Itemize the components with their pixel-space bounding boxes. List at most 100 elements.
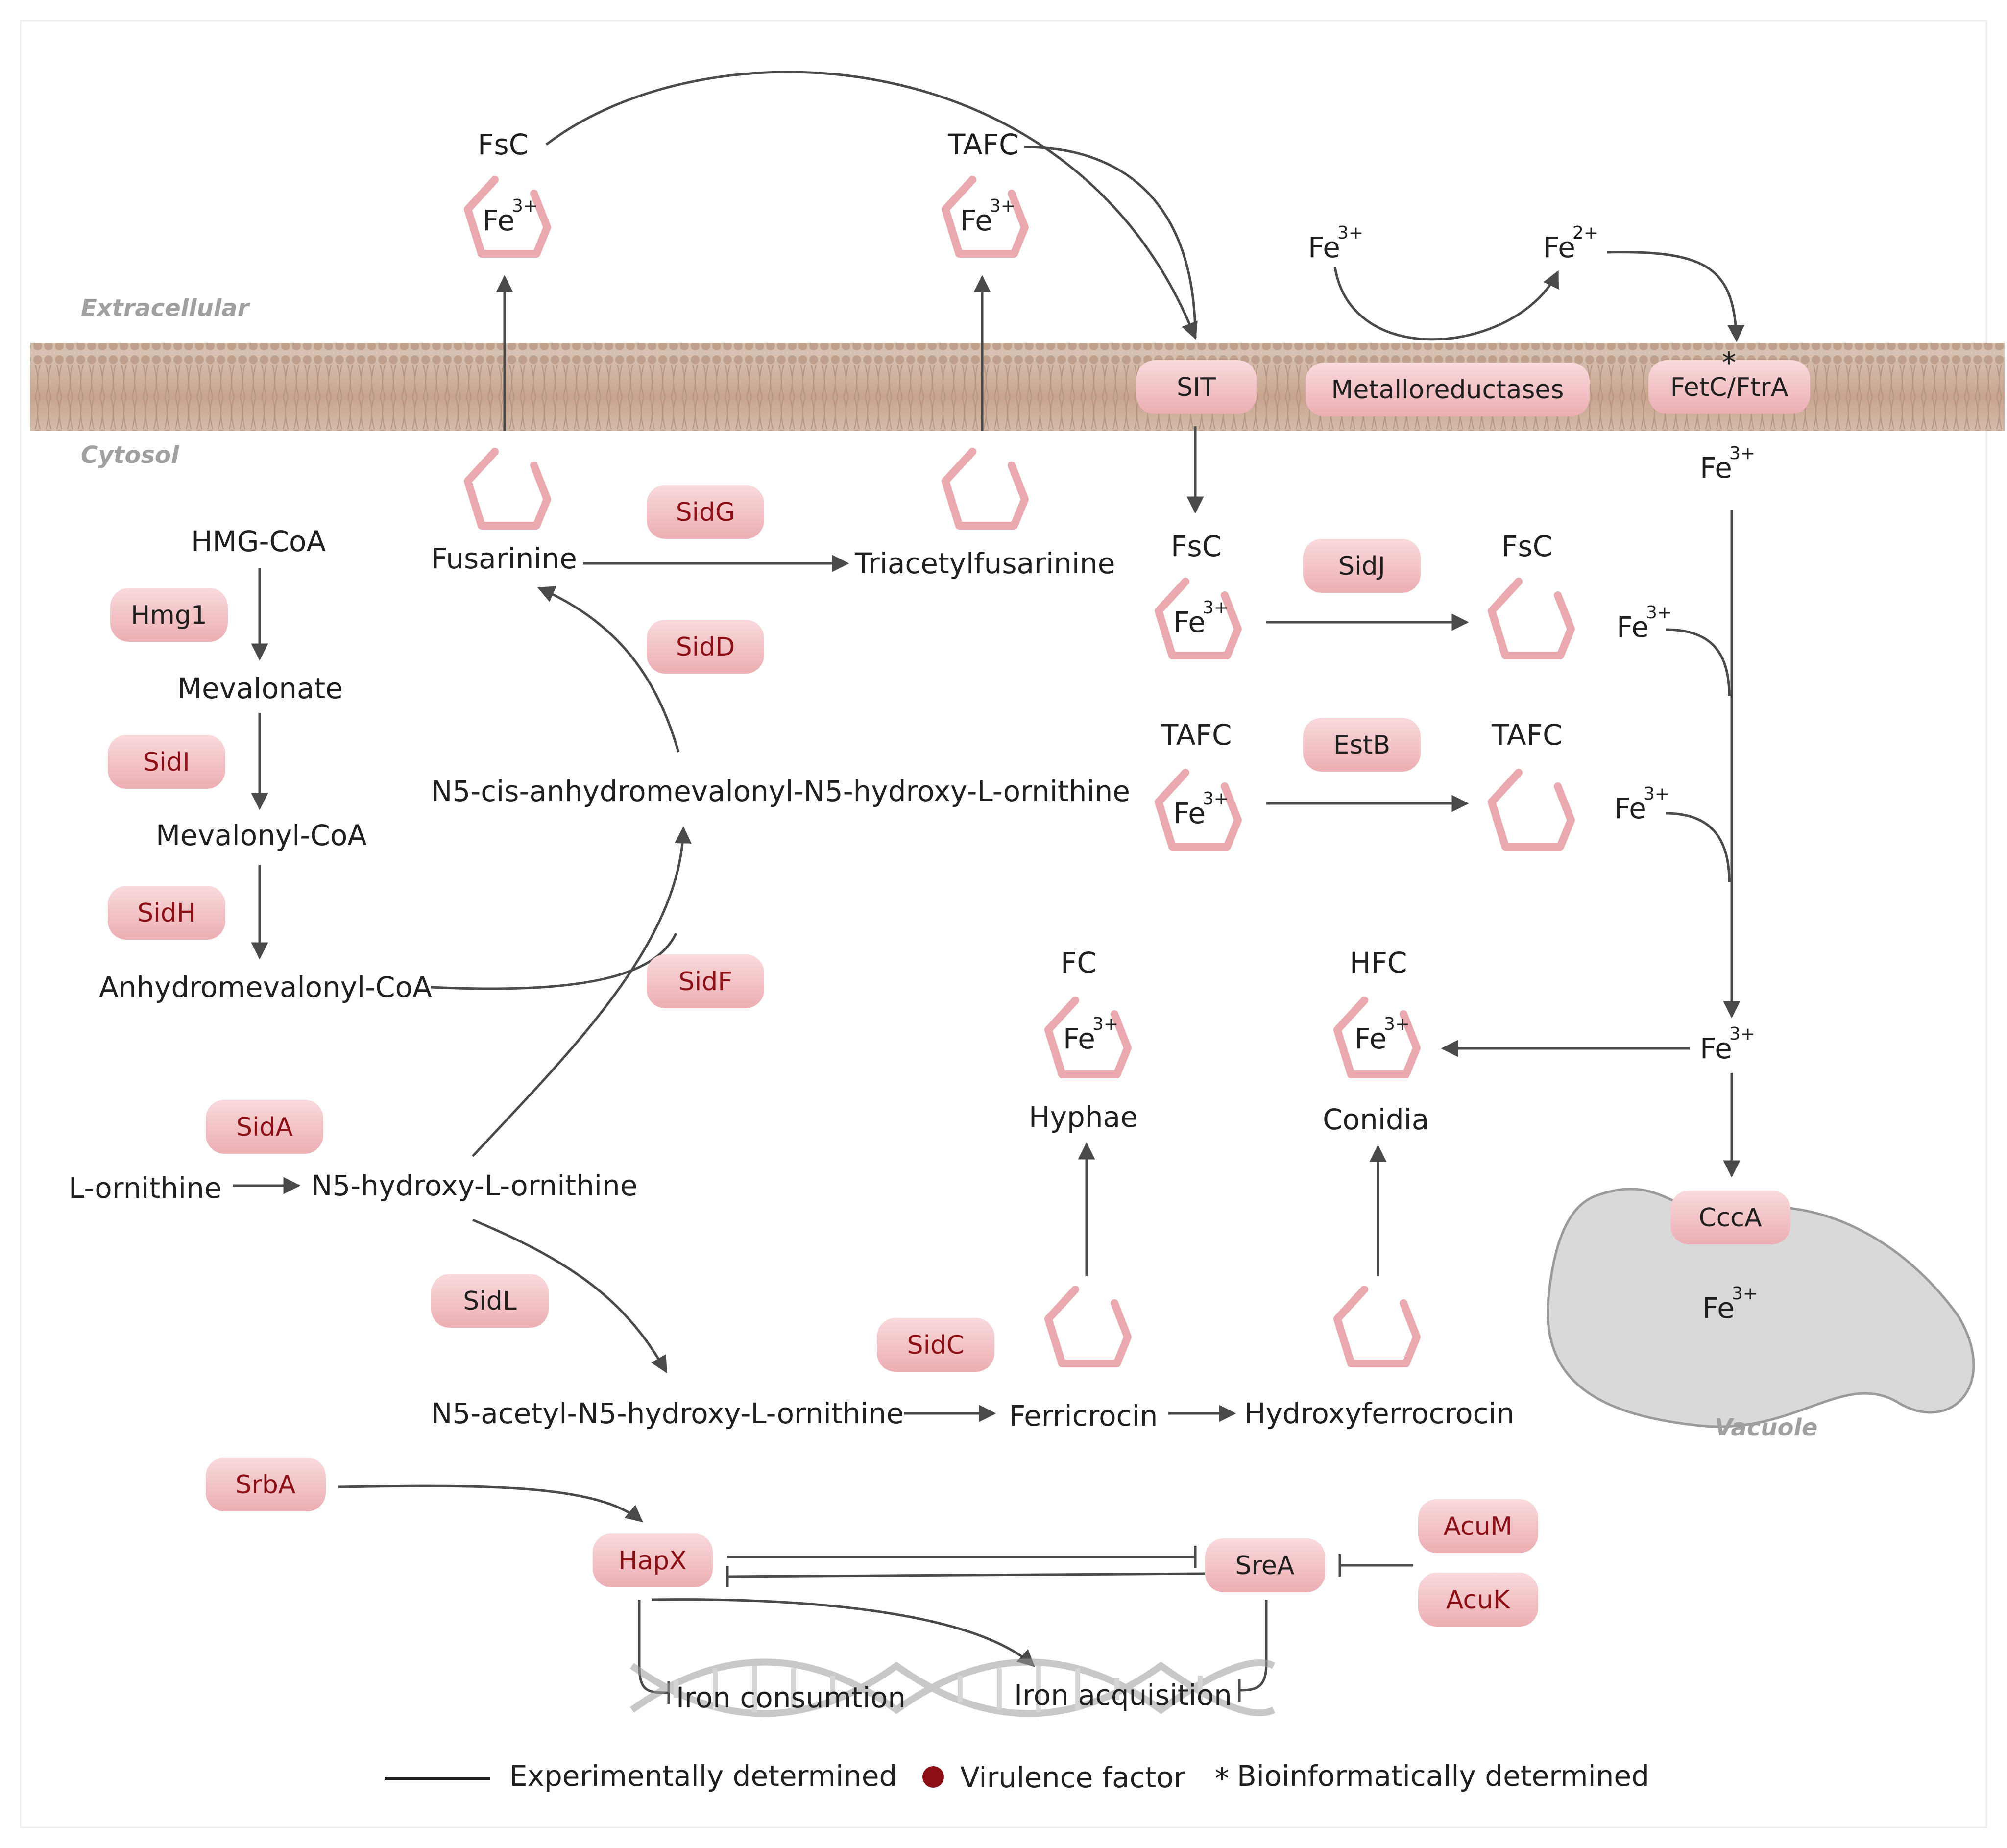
mevalonate-label: Mevalonate [177, 672, 343, 705]
mevalonyl-coa-label: Mevalonyl-CoA [156, 819, 367, 852]
fe2-free-extracellular: Fe2+ [1543, 223, 1598, 264]
fe3-below-fetc: Fe3+ [1700, 443, 1755, 485]
svg-text:Fe: Fe [1702, 1291, 1735, 1325]
iron-consumption-label: Iron consumtion [676, 1681, 906, 1714]
fe-hfc: Fe3+ [1354, 1014, 1410, 1055]
svg-text:3+: 3+ [1203, 789, 1229, 809]
svg-text:Fe: Fe [1700, 451, 1732, 485]
vacuole-label: Vacuole [1715, 1414, 1817, 1441]
svg-text:SIT: SIT [1177, 373, 1216, 402]
svg-text:2+: 2+ [1572, 223, 1598, 243]
legend-bioinformatic: Bioinformatically determined [1237, 1759, 1649, 1793]
protein-hapx: HapX [593, 1533, 713, 1587]
svg-text:3+: 3+ [1646, 603, 1672, 623]
svg-text:3+: 3+ [1203, 598, 1229, 618]
hyphae-label: Hyphae [1029, 1100, 1138, 1134]
svg-text:AcuK: AcuK [1446, 1585, 1511, 1615]
protein-acum: AcuM [1418, 1499, 1538, 1553]
protein-hmg1: Hmg1 [110, 588, 228, 642]
hfc-label: HFC [1350, 946, 1407, 979]
protein-sidf: SidF [647, 954, 764, 1008]
svg-text:Metalloreductases: Metalloreductases [1331, 375, 1564, 405]
transporter-fetc-ftra: FetC/FtrA * [1648, 346, 1810, 414]
conidia-label: Conidia [1323, 1103, 1429, 1136]
svg-text:*: * [1722, 346, 1736, 379]
protein-srea: SreA [1205, 1538, 1325, 1592]
svg-text:3+: 3+ [1729, 443, 1755, 463]
svg-text:SidA: SidA [236, 1113, 293, 1142]
fusarinine-label: Fusarinine [431, 542, 577, 575]
svg-text:Fe: Fe [1617, 610, 1649, 644]
svg-text:CccA: CccA [1698, 1203, 1762, 1233]
svg-text:Fe: Fe [1614, 792, 1646, 825]
svg-text:SrbA: SrbA [236, 1470, 296, 1500]
svg-text:Fe: Fe [1354, 1022, 1387, 1055]
svg-text:SidG: SidG [676, 498, 735, 527]
hydroxyferricrocin-label: Hydroxyferrocrocin [1244, 1397, 1514, 1430]
n5-cis-anhydromevalonyl-label: N5-cis-anhydromevalonyl-N5-hydroxy-L-orn… [431, 775, 1130, 808]
fe3-released-from-tafc: Fe3+ [1614, 784, 1669, 825]
svg-text:SidI: SidI [143, 748, 190, 777]
svg-text:Fe: Fe [1173, 606, 1206, 639]
fe3-cytosol-pool: Fe3+ [1700, 1024, 1755, 1065]
tafc-deferri-label: TAFC [1491, 718, 1562, 752]
svg-text:SreA: SreA [1235, 1551, 1295, 1581]
svg-text:3+: 3+ [1092, 1014, 1118, 1034]
fe-tafc-cytosol: Fe3+ [1173, 789, 1229, 830]
hmg-coa-label: HMG-CoA [191, 525, 326, 558]
legend-virulence: Virulence factor [960, 1761, 1185, 1794]
iron-acquisition-label: Iron acquisition [1014, 1678, 1232, 1712]
fe-tafc-extracellular: Fe3+ [960, 196, 1016, 237]
extracellular-label: Extracellular [81, 294, 251, 322]
cytosol-label: Cytosol [81, 441, 179, 469]
svg-text:Fe: Fe [1308, 231, 1340, 264]
protein-sidi: SidI [108, 735, 225, 789]
legend-asterisk: * [1215, 1762, 1229, 1795]
transporter-metalloreductases: Metalloreductases [1306, 363, 1590, 416]
protein-sida: SidA [206, 1100, 323, 1154]
svg-text:Fe: Fe [1700, 1032, 1732, 1065]
anhydromevalonyl-coa-label: Anhydromevalonyl-CoA [99, 971, 432, 1004]
metabolite-labels: FsC TAFC FsC FsC TAFC TAFC FC HFC HMG-Co… [69, 128, 1562, 1714]
l-ornithine-label: L-ornithine [69, 1171, 222, 1205]
protein-sidd: SidD [647, 620, 764, 674]
svg-text:3+: 3+ [1729, 1024, 1755, 1044]
fe3-free-extracellular: Fe3+ [1308, 223, 1363, 264]
protein-sidh: SidH [108, 886, 225, 940]
fc-label: FC [1061, 946, 1097, 979]
protein-sidc: SidC [877, 1318, 994, 1372]
triacetylfusarinine-label: Triacetylfusarinine [854, 547, 1115, 580]
protein-ccca: CccA [1670, 1191, 1790, 1244]
legend: Experimentally determined Virulence fact… [385, 1759, 1649, 1795]
svg-text:Fe: Fe [1173, 797, 1206, 830]
svg-text:Fe: Fe [1543, 231, 1575, 264]
svg-text:SidC: SidC [907, 1331, 965, 1360]
svg-text:3+: 3+ [990, 196, 1016, 216]
svg-text:SidD: SidD [676, 632, 735, 662]
n5-hydroxy-ornithine-label: N5-hydroxy-L-ornithine [311, 1169, 638, 1202]
fe-fsc-cytosol: Fe3+ [1173, 598, 1229, 639]
legend-virulence-dot [922, 1766, 944, 1788]
protein-sidl: SidL [431, 1274, 549, 1328]
legend-experimental: Experimentally determined [509, 1759, 897, 1793]
protein-sidg: SidG [647, 485, 764, 539]
svg-text:Hmg1: Hmg1 [131, 601, 207, 630]
ferricrocin-label: Ferricrocin [1009, 1399, 1158, 1433]
svg-text:SidH: SidH [137, 899, 196, 928]
svg-text:3+: 3+ [1337, 223, 1363, 243]
pathway-arrows [233, 71, 1745, 1704]
figure-frame [20, 20, 1987, 1828]
fsc-extracellular-label: FsC [478, 128, 529, 161]
svg-text:3+: 3+ [1384, 1014, 1410, 1034]
transporter-sit: SIT [1136, 360, 1257, 414]
protein-srba: SrbA [206, 1458, 326, 1511]
fe3-released-from-fsc: Fe3+ [1617, 603, 1672, 644]
protein-sidj: SidJ [1303, 539, 1421, 593]
svg-text:SidF: SidF [678, 967, 732, 997]
fsc-deferri-label: FsC [1501, 530, 1552, 563]
protein-estb: EstB [1303, 718, 1421, 772]
svg-text:FetC/FtrA: FetC/FtrA [1670, 373, 1789, 402]
n5-acetyl-label: N5-acetyl-N5-hydroxy-L-ornithine [431, 1397, 904, 1430]
dna-helix [629, 1658, 1276, 1717]
